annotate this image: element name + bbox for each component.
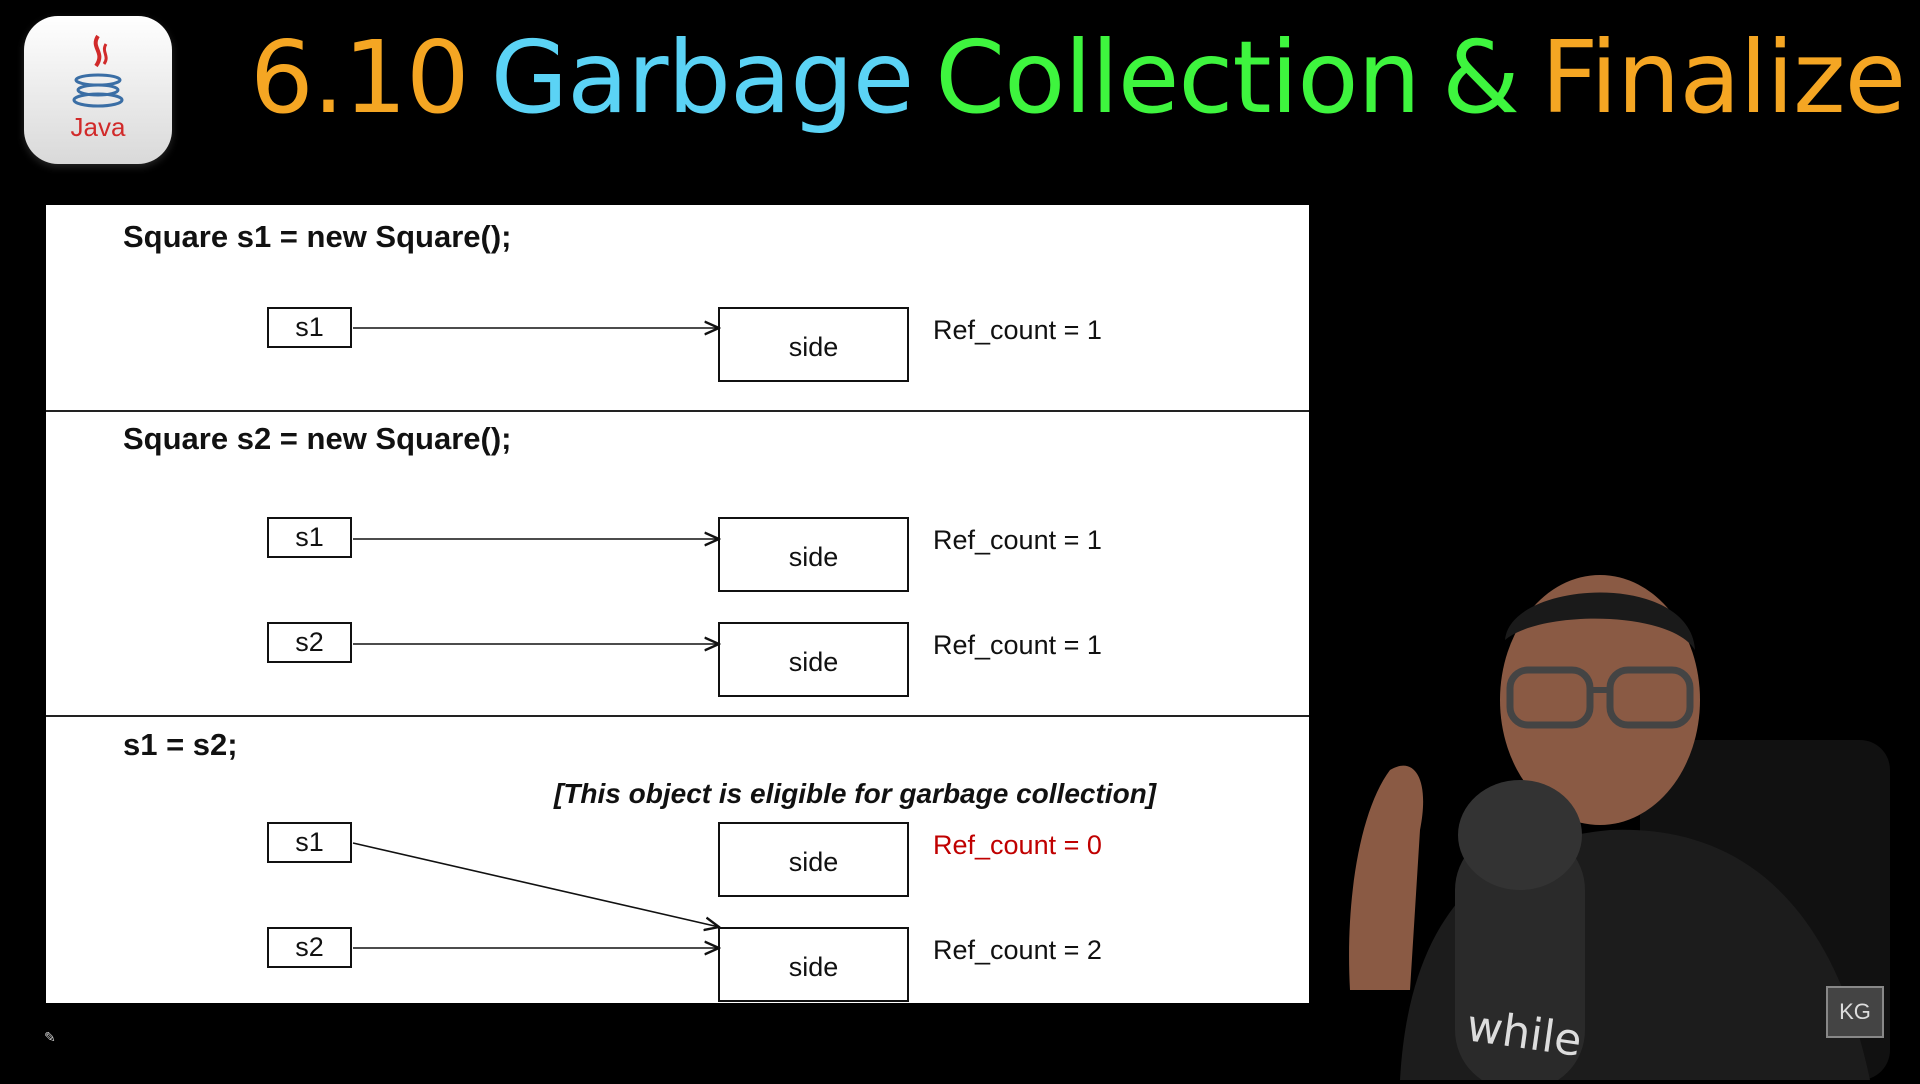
title-garbage: Garbage bbox=[490, 19, 915, 136]
section1-object: side bbox=[718, 307, 909, 382]
title-finalize: Finalize bbox=[1540, 19, 1906, 136]
title-collection: Collection bbox=[935, 19, 1421, 136]
section3-code: s1 = s2; bbox=[123, 727, 238, 762]
arrow-s1-to-second-object bbox=[352, 842, 719, 927]
slide-panel: Square s1 = new Square(); s1 side Ref_co… bbox=[46, 205, 1309, 1003]
section2-ref-count-1: Ref_count = 1 bbox=[933, 525, 1102, 555]
section1-ref-count: Ref_count = 1 bbox=[933, 315, 1102, 345]
section2-ref-count-2: Ref_count = 1 bbox=[933, 630, 1102, 660]
section3-object-orphan: side bbox=[718, 822, 909, 897]
section2-ref-s2: s2 bbox=[267, 622, 352, 663]
section1-ref-s1: s1 bbox=[267, 307, 352, 348]
pencil-cursor-icon: ✎ bbox=[44, 1030, 56, 1046]
java-logo: Java bbox=[24, 16, 172, 164]
section3-ref-count-zero: Ref_count = 0 bbox=[933, 830, 1102, 860]
section3-ref-s2: s2 bbox=[267, 927, 352, 968]
section1-code: Square s1 = new Square(); bbox=[123, 219, 512, 254]
section3-ref-s1: s1 bbox=[267, 822, 352, 863]
title-number: 6.10 bbox=[250, 19, 470, 136]
section-divider bbox=[46, 410, 1309, 412]
coffee-cup-icon bbox=[72, 34, 124, 108]
section2-object-2: side bbox=[718, 622, 909, 697]
java-logo-text: Java bbox=[70, 112, 126, 142]
section3-ref-count-two: Ref_count = 2 bbox=[933, 935, 1102, 965]
channel-watermark: KG bbox=[1826, 986, 1884, 1038]
section2-ref-s1: s1 bbox=[267, 517, 352, 558]
reference-arrows bbox=[352, 205, 1309, 1003]
title-ampersand: & bbox=[1441, 19, 1520, 136]
section-divider bbox=[46, 715, 1309, 717]
gc-eligible-note: [This object is eligible for garbage col… bbox=[554, 778, 1157, 809]
section2-code: Square s2 = new Square(); bbox=[123, 421, 512, 456]
section3-object-shared: side bbox=[718, 927, 909, 1002]
section2-object-1: side bbox=[718, 517, 909, 592]
